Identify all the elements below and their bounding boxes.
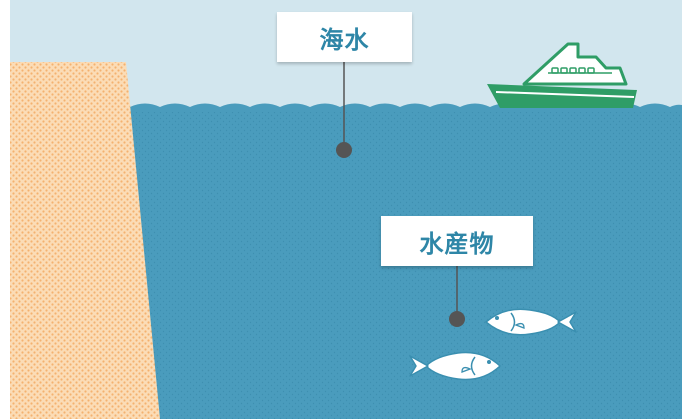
seawater-label: 海水 bbox=[277, 12, 412, 62]
seawater-pointer bbox=[336, 62, 352, 158]
seawater-label-text: 海水 bbox=[319, 25, 370, 54]
marine-products-label: 水産物 bbox=[381, 216, 533, 266]
seabed-cliff bbox=[10, 62, 160, 419]
fish-icon bbox=[484, 308, 577, 336]
ship-icon bbox=[487, 42, 637, 108]
marine-products-pointer bbox=[449, 266, 465, 327]
fish-icon bbox=[409, 351, 502, 381]
marine-products-label-text: 水産物 bbox=[419, 229, 495, 258]
